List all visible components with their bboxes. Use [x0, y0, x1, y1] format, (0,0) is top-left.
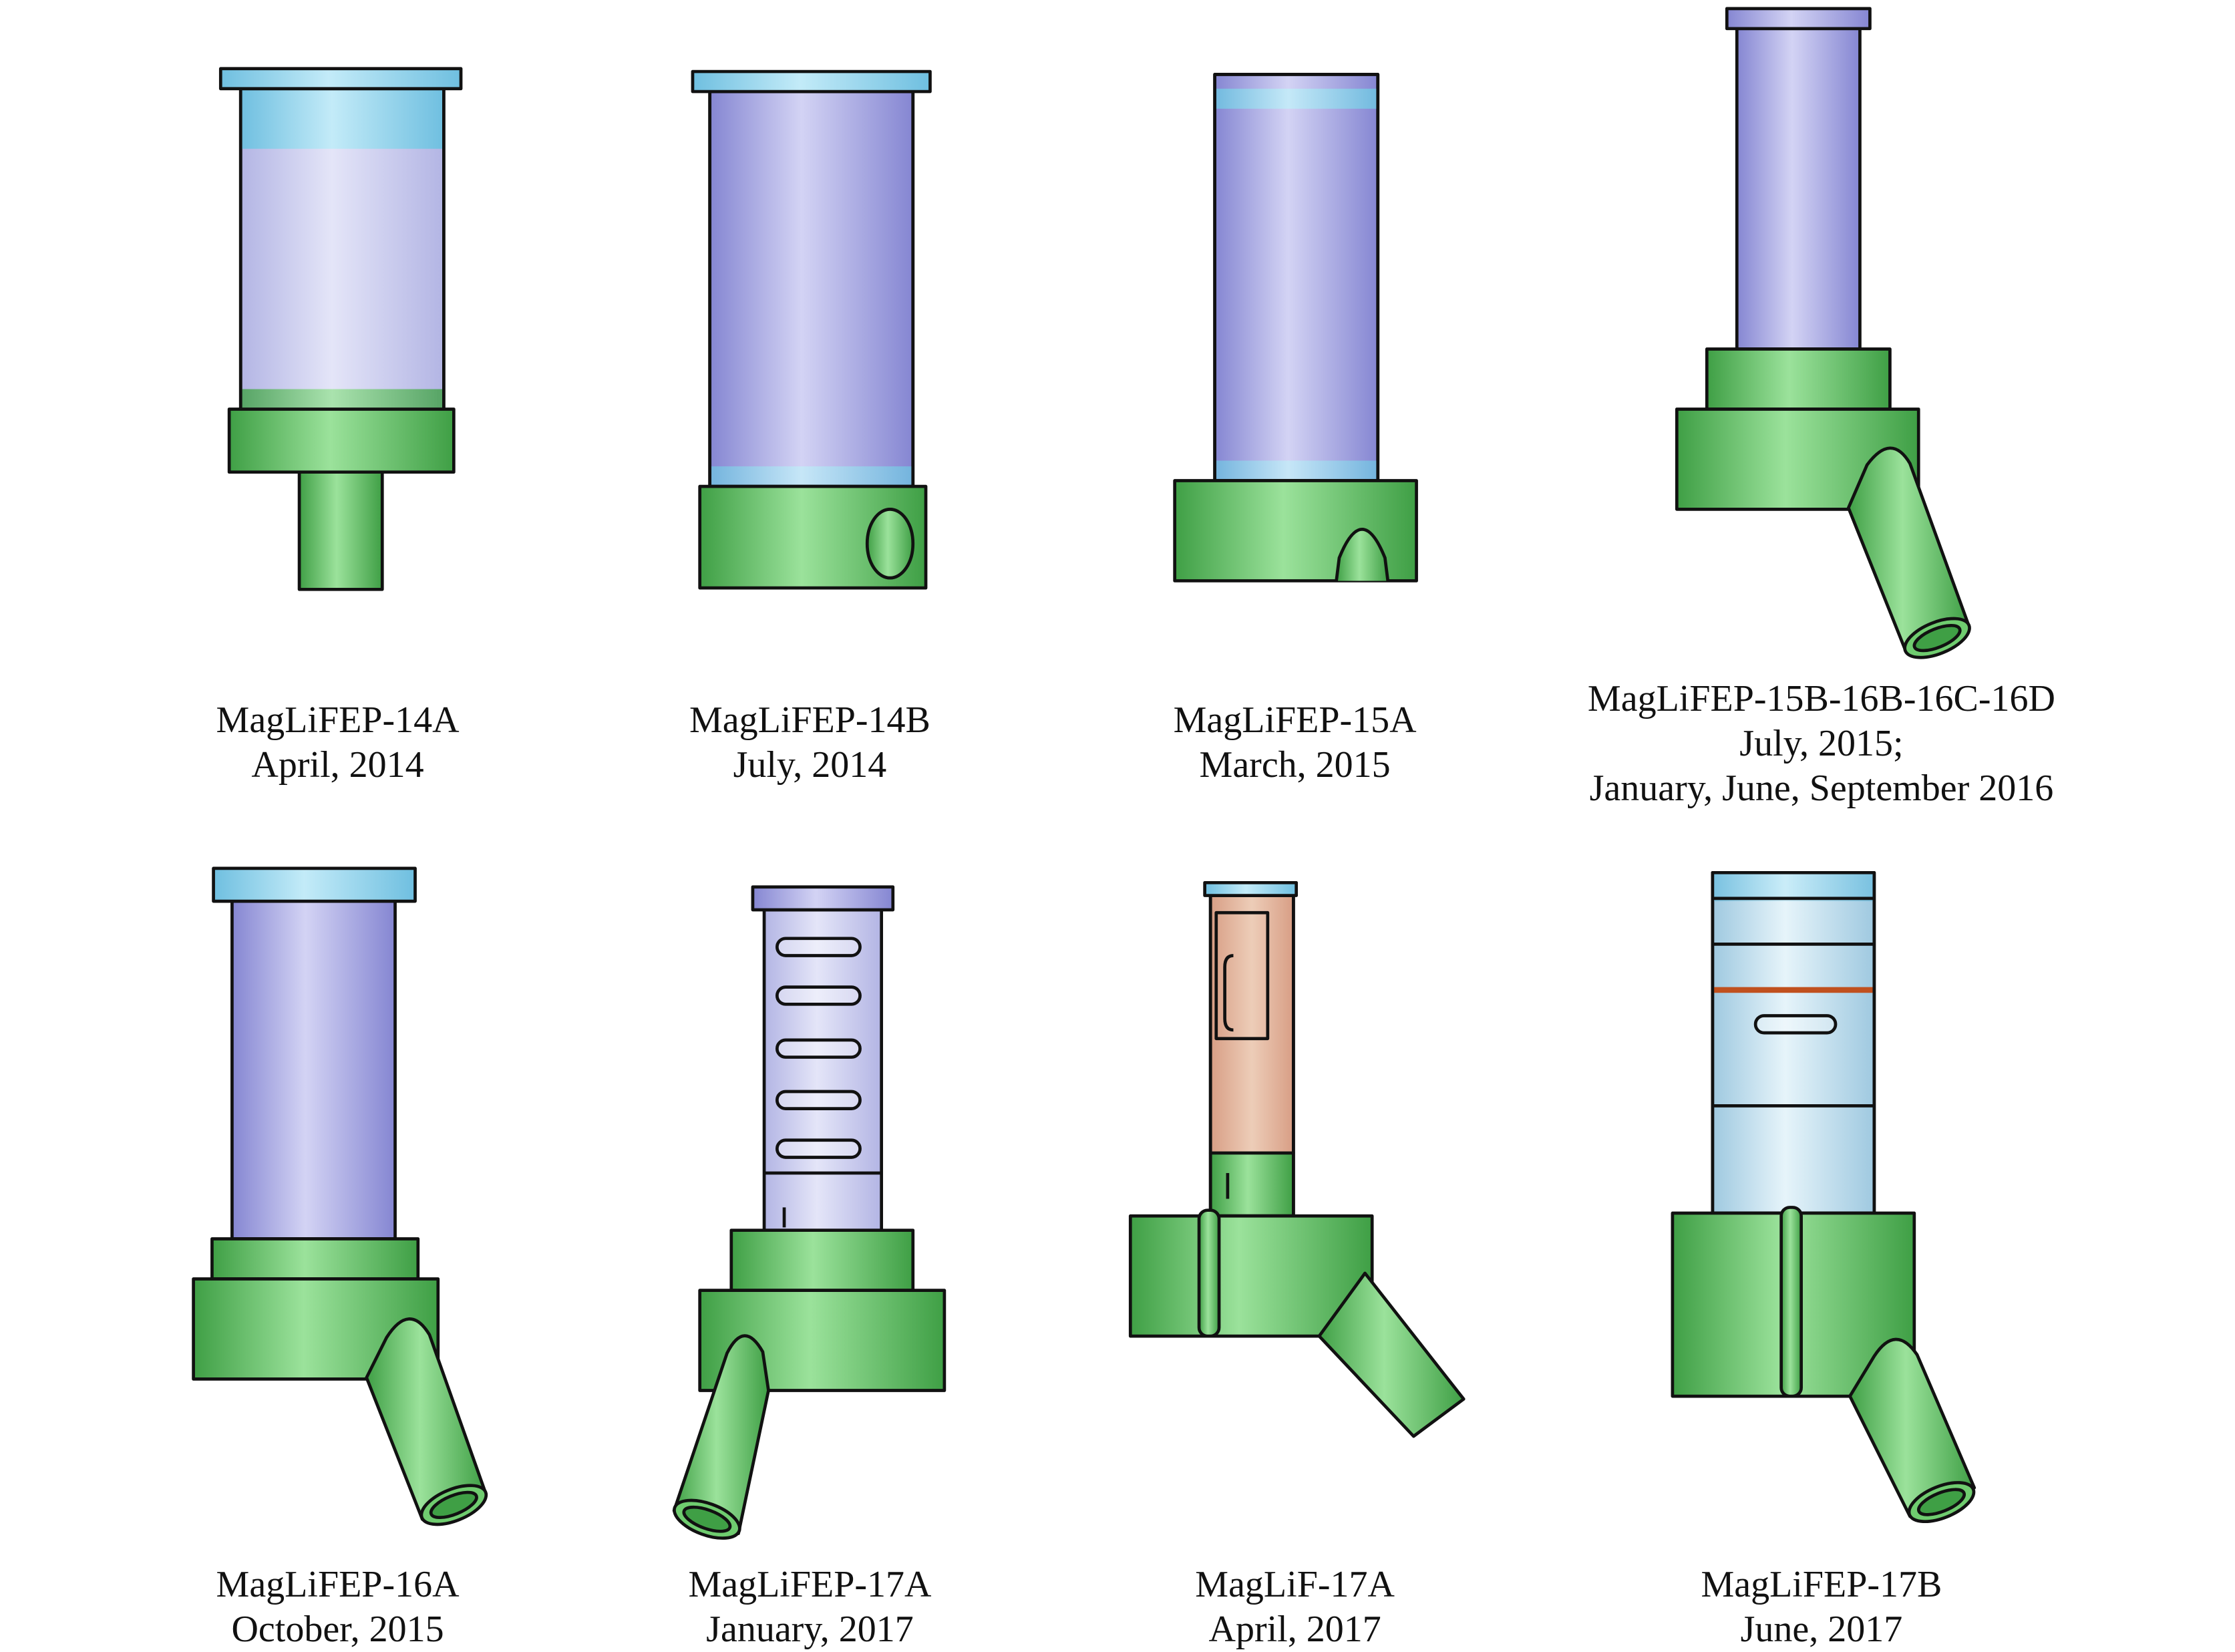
target-maglifep-17a — [672, 885, 947, 1540]
target-maglifep-14a — [218, 67, 463, 591]
target-date: January, 2017 — [706, 1609, 914, 1651]
target-date: July, 2014 — [733, 744, 887, 786]
target-maglifep-15b-16b-16c-16d — [1675, 7, 1971, 659]
target-name: MagLiFEP-15B-16B-16C-16D — [1587, 678, 2055, 720]
target-maglifep-15a — [1173, 73, 1418, 583]
target-date: March, 2015 — [1199, 744, 1391, 786]
target-date: June, 2017 — [1740, 1609, 1903, 1651]
target-name: MagLiFEP-14B — [689, 699, 930, 741]
target-date: April, 2014 — [251, 744, 424, 786]
target-name: MagLiF-17A — [1195, 1564, 1395, 1606]
target-name: MagLiFEP-17B — [1701, 1564, 1942, 1606]
target-maglifep-17b — [1671, 870, 1976, 1524]
target-name: MagLiFEP-15A — [1173, 699, 1417, 741]
target-date: October, 2015 — [231, 1609, 444, 1651]
target-maglif-17a — [1128, 880, 1466, 1438]
target-date: April, 2017 — [1208, 1609, 1381, 1651]
target-maglifep-14b — [691, 69, 932, 590]
target-date: January, June, September 2016 — [1589, 768, 2054, 810]
target-name: MagLiFEP-14A — [216, 699, 460, 741]
target-name: MagLiFEP-17A — [688, 1564, 932, 1606]
target-name: MagLiFEP-16A — [216, 1564, 460, 1606]
target-maglifep-16a — [192, 866, 488, 1526]
target-date: July, 2015; — [1739, 723, 1904, 765]
